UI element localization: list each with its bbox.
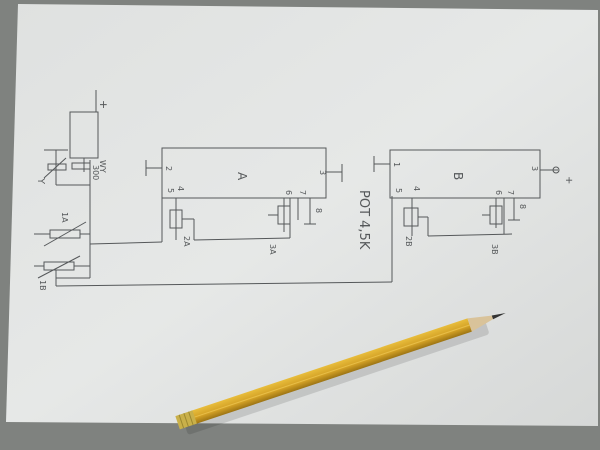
label-pin4-b: 4 <box>412 186 421 191</box>
label-wy: WY <box>98 160 107 173</box>
label-y: Y <box>35 177 46 185</box>
pencil-lead <box>491 312 506 320</box>
label-pin2-a: 2 <box>164 166 173 171</box>
label-pin8-b: 8 <box>518 204 527 209</box>
label-300: 300 <box>91 165 100 180</box>
y-potentiometer <box>47 163 67 171</box>
label-pin3-a: 3 <box>318 170 327 175</box>
label-pin6-a: 6 <box>284 190 293 195</box>
label-2b: 2B <box>404 236 413 247</box>
label-pin8-a: 8 <box>314 208 323 213</box>
label-1b: 1B <box>38 280 47 291</box>
block-b <box>373 149 560 237</box>
block-b-rect <box>389 149 541 199</box>
label-block-a: A <box>235 172 249 181</box>
label-pin3-b: 3 <box>530 166 539 171</box>
paper-sheet <box>6 4 598 426</box>
block-a-rect <box>161 147 327 199</box>
label-pin6-b: 6 <box>494 190 503 195</box>
label-3b: 3B <box>490 244 499 255</box>
label-plus-b: + <box>563 176 574 184</box>
label-1a: 1A <box>60 212 69 223</box>
label-plus-top: + <box>97 100 110 109</box>
label-pin5-a: 5 <box>166 188 175 193</box>
label-block-b: B <box>451 172 465 180</box>
label-3a: 3A <box>268 244 277 255</box>
label-pin4-a: 4 <box>176 186 185 191</box>
label-2a: 2A <box>182 236 191 247</box>
label-pin5-b: 5 <box>394 188 403 193</box>
block-a <box>145 147 343 241</box>
pencil-icon <box>175 312 506 435</box>
label-pin7-a: 7 <box>298 190 307 195</box>
label-pin1-b: 1 <box>392 162 401 167</box>
labels: + WY 300 Y 1A 1B A 2 3 5 4 6 7 8 2A 3A P… <box>35 100 574 291</box>
label-pin7-b: 7 <box>506 190 515 195</box>
pencil-wood <box>467 315 497 332</box>
left-components <box>34 90 393 287</box>
label-pot: POT 4,5K <box>356 190 371 250</box>
